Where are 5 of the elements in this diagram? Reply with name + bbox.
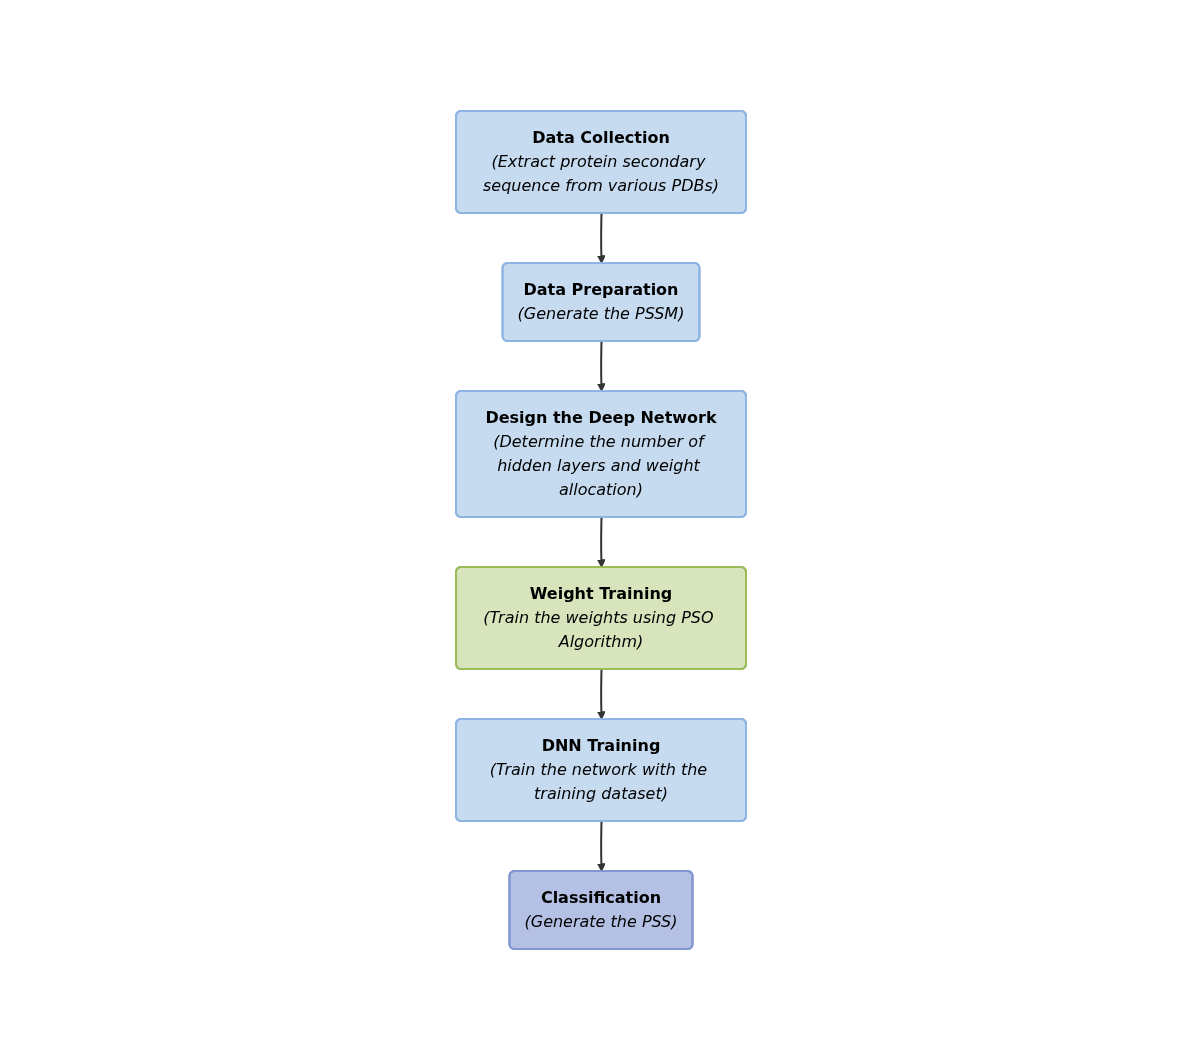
arrow (596, 340, 606, 392)
arrow (596, 212, 606, 264)
arrow (596, 668, 606, 720)
arrow (596, 516, 606, 568)
arrow (596, 820, 606, 872)
